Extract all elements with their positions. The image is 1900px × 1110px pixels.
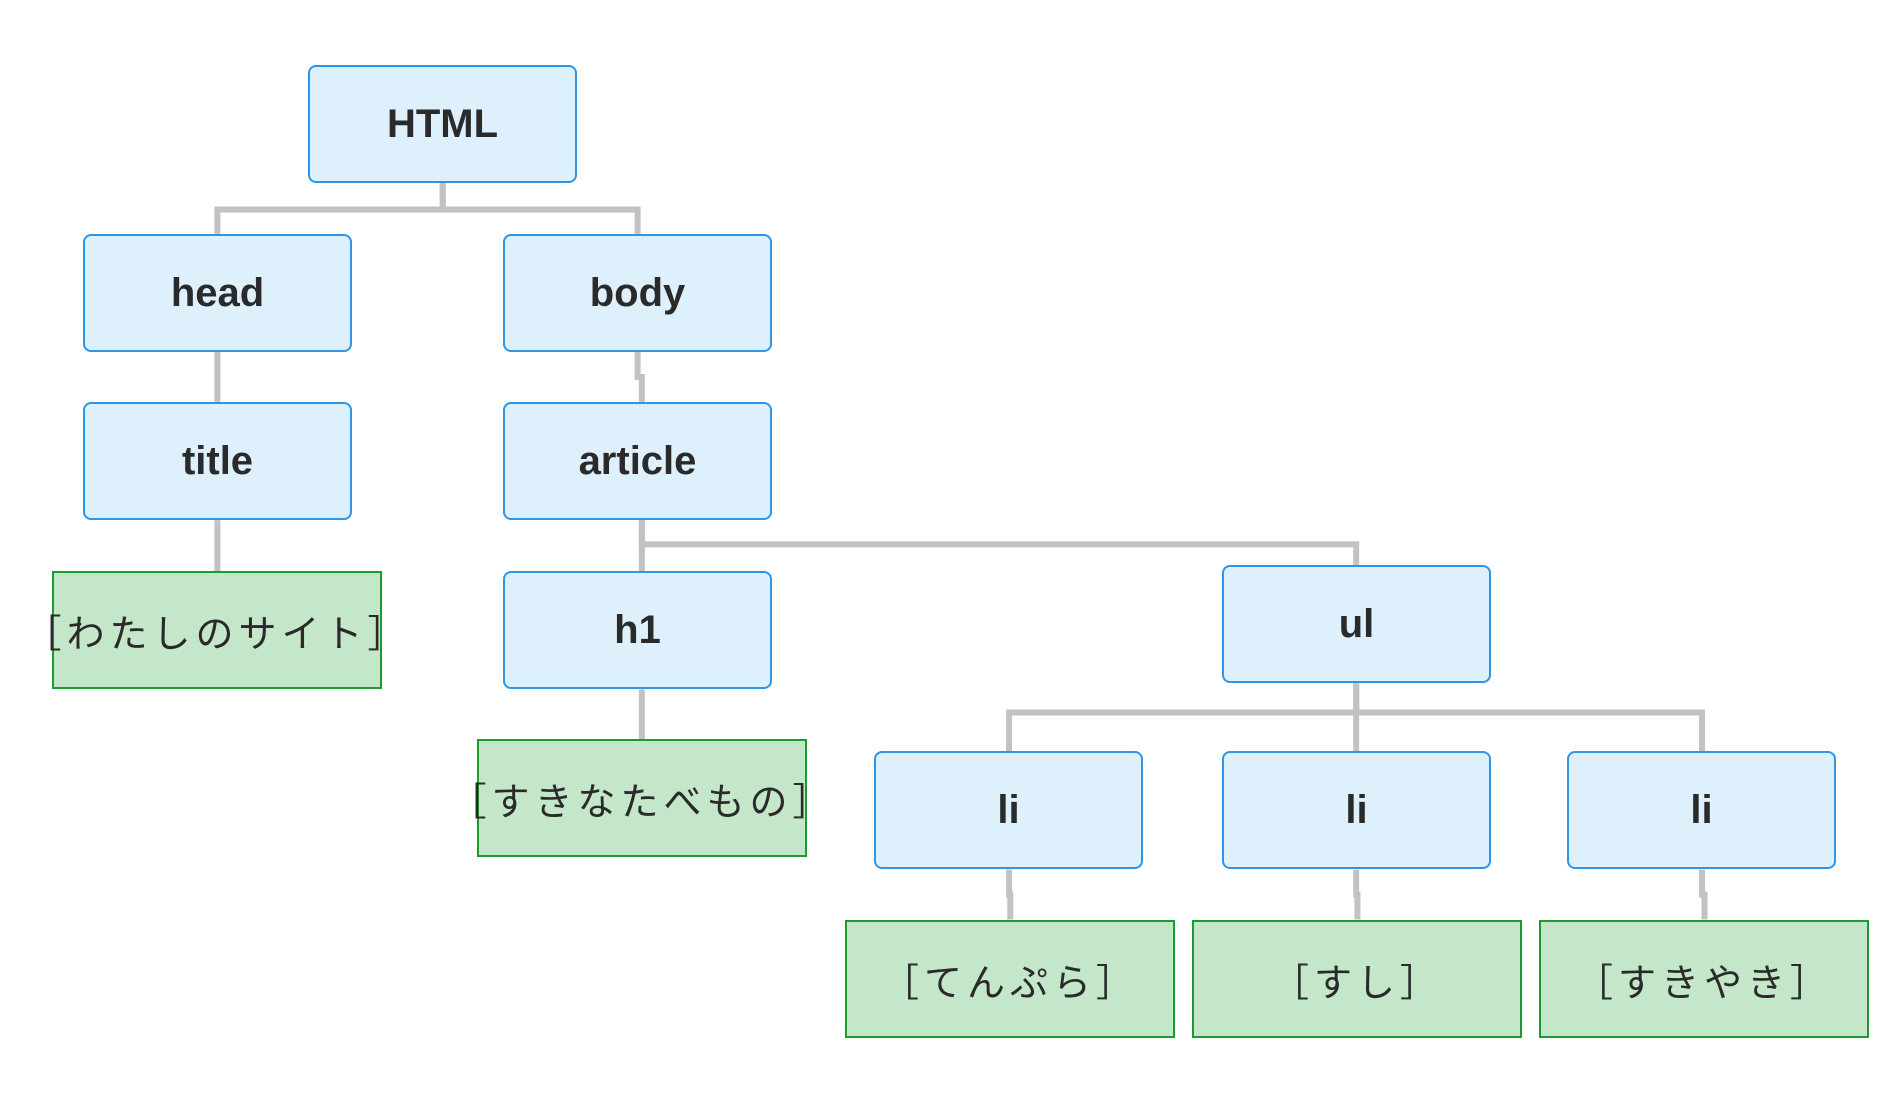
node-article: article	[503, 402, 772, 520]
connector-ul-li1	[1006, 683, 1360, 752]
connector-ul-li3	[1353, 683, 1706, 752]
node-head: head	[83, 234, 352, 352]
node-title: title	[83, 402, 352, 520]
node-body: body	[503, 234, 772, 352]
connector-article-ul	[638, 520, 1360, 566]
text-node-li-1: ［てんぷら］	[845, 920, 1175, 1038]
text-node-li-3: ［すきやき］	[1539, 920, 1869, 1038]
text-node-title: ［わたしのサイト］	[24, 571, 406, 689]
node-li-1: li	[874, 751, 1143, 869]
node-html: HTML	[308, 65, 577, 183]
connector-li3-li3_text	[1699, 869, 1708, 920]
connector-li1-li1_text	[1006, 869, 1014, 920]
node-li-3: li	[1567, 751, 1836, 869]
connector-li2-li2_text	[1353, 869, 1361, 920]
connector-html-head	[214, 182, 446, 234]
connector-html-body	[439, 182, 641, 234]
text-node-h1: ［すきなたべもの］	[449, 739, 831, 857]
node-li-2: li	[1222, 751, 1491, 869]
connector-body-article	[634, 351, 645, 402]
node-h1: h1	[503, 571, 772, 689]
text-node-li-2: ［すし］	[1192, 920, 1522, 1038]
node-ul: ul	[1222, 565, 1491, 683]
